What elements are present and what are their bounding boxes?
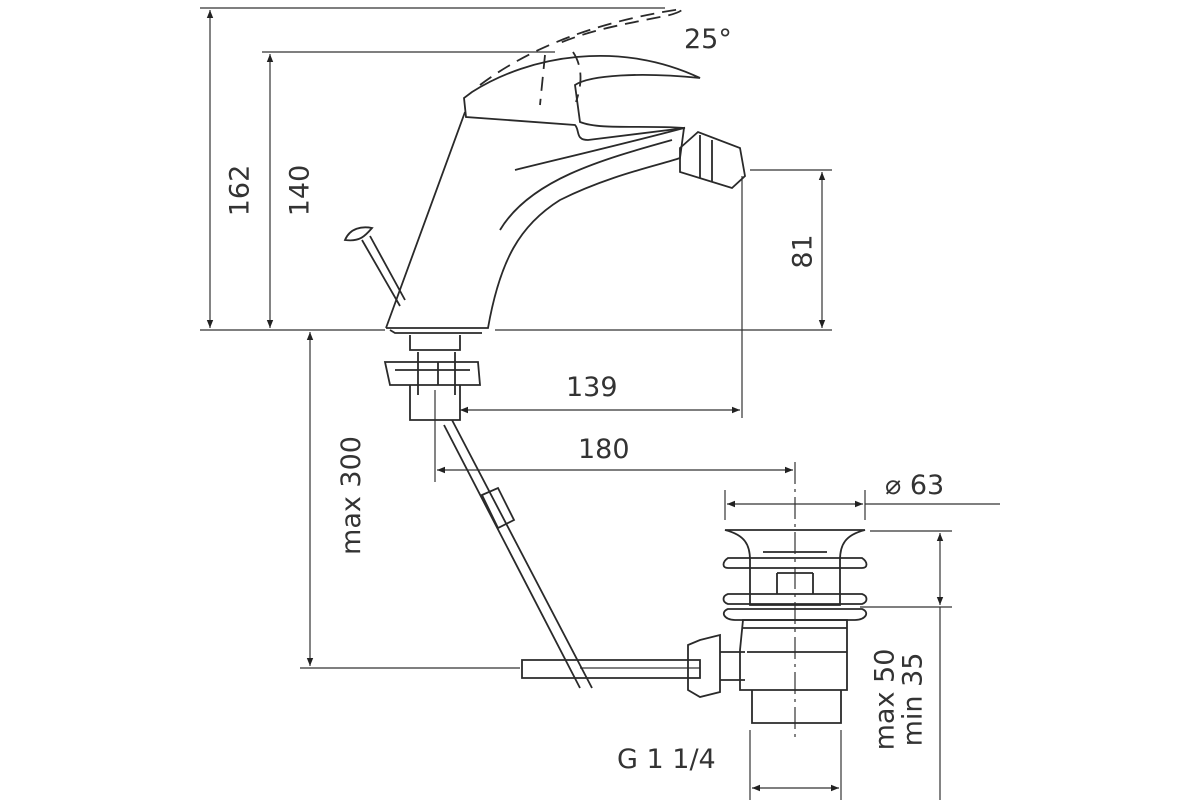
dimension-162 xyxy=(200,7,665,328)
faucet-shank xyxy=(383,335,481,421)
reach-139-label: 139 xyxy=(566,372,618,403)
pop-up-drain xyxy=(687,529,868,724)
dimension-81 xyxy=(741,169,832,418)
dimension-max-300 xyxy=(300,332,700,669)
pull-rod xyxy=(443,419,701,689)
angle-label: 25° xyxy=(684,24,732,55)
max-50-label: max 50 xyxy=(869,648,901,751)
dimension-140 xyxy=(262,51,555,328)
dimension-180 xyxy=(434,390,793,482)
distance-180-label: 180 xyxy=(578,434,630,465)
diameter-63-label: ⌀ 63 xyxy=(885,470,945,501)
height-162-label: 162 xyxy=(224,164,256,217)
height-81-label: 81 xyxy=(787,234,819,269)
dimension-drain-height xyxy=(749,530,952,800)
thread-label: G 1 1/4 xyxy=(617,744,716,775)
faucet-body xyxy=(343,8,746,334)
min-35-label: min 35 xyxy=(897,652,929,747)
dimension-diameter-63 xyxy=(724,490,1000,520)
height-140-label: 140 xyxy=(284,164,316,217)
max-300-label: max 300 xyxy=(335,436,367,555)
